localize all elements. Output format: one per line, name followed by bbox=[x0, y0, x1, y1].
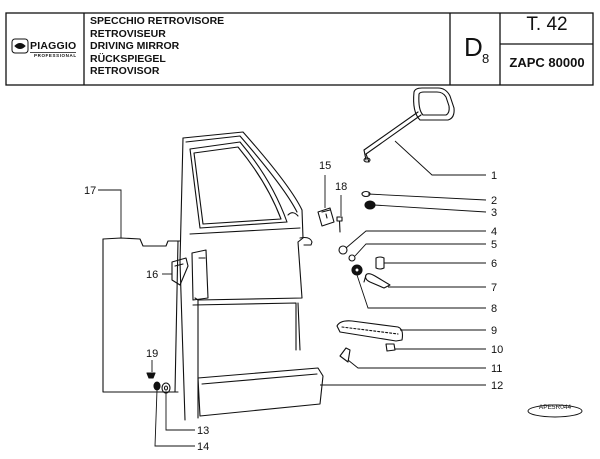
callout-12: 12 bbox=[491, 380, 503, 392]
leader-lines bbox=[98, 140, 487, 447]
callout-17: 17 bbox=[84, 185, 96, 197]
mirror-assembly bbox=[363, 87, 455, 163]
callout-2: 2 bbox=[491, 195, 497, 207]
callout-6: 6 bbox=[491, 258, 497, 270]
callout-7: 7 bbox=[491, 282, 497, 294]
title-es: RETROVISOR bbox=[90, 65, 160, 78]
callout-10: 10 bbox=[491, 344, 503, 356]
callout-11: 11 bbox=[491, 363, 502, 375]
clip-7 bbox=[363, 273, 391, 289]
screw-19 bbox=[146, 372, 156, 379]
group-number: 8 bbox=[482, 51, 490, 66]
handle-16 bbox=[171, 257, 189, 286]
title-en: DRIVING MIRROR bbox=[90, 40, 180, 53]
callout-8: 8 bbox=[491, 303, 497, 315]
piaggio-logo-icon bbox=[11, 38, 76, 54]
reference-stamp-frame bbox=[527, 404, 583, 418]
title-it: SPECCHIO RETROVISORE bbox=[90, 15, 225, 27]
grommet-8 bbox=[351, 264, 363, 276]
moulding-strip-9 bbox=[336, 320, 404, 342]
callout-19: 19 bbox=[146, 348, 158, 360]
callout-18: 18 bbox=[335, 181, 347, 193]
lower-moulding-12 bbox=[197, 367, 324, 417]
callout-5: 5 bbox=[491, 239, 497, 251]
table-number: T. 42 bbox=[526, 14, 568, 35]
clip-11 bbox=[339, 347, 351, 363]
callout-1: 1 bbox=[491, 170, 497, 182]
header-frame bbox=[5, 12, 594, 86]
title-fr: RETROVISEUR bbox=[90, 27, 166, 40]
brand-subtitle: PROFESSIONAL bbox=[34, 53, 77, 58]
reference-stamp: APE5R044 bbox=[538, 404, 572, 411]
title-de: RÜCKSPIEGEL bbox=[90, 52, 166, 65]
callout-labels: 1 2 3 4 5 6 7 8 9 10 11 12 13 14 15 16 1… bbox=[84, 160, 503, 453]
callout-3: 3 bbox=[491, 207, 497, 219]
callout-16: 16 bbox=[146, 269, 158, 281]
screw-18 bbox=[336, 216, 343, 233]
group-letter: D bbox=[464, 32, 483, 62]
bracket-15 bbox=[317, 207, 335, 227]
model-code: ZAPC 80000 bbox=[509, 55, 585, 70]
title-block: SPECCHIO RETROVISORE RETROVISEUR DRIVING… bbox=[90, 15, 224, 78]
washer-4 bbox=[338, 245, 348, 255]
callout-15: 15 bbox=[319, 160, 331, 172]
brand-name: PIAGGIO bbox=[30, 40, 77, 52]
nut-3 bbox=[364, 200, 376, 210]
callout-4: 4 bbox=[491, 226, 497, 238]
clip-10 bbox=[385, 343, 396, 352]
door-frame bbox=[179, 131, 313, 421]
callout-9: 9 bbox=[491, 325, 497, 337]
spacer-6 bbox=[375, 256, 385, 270]
bolt-14 bbox=[153, 381, 161, 391]
inner-trim-panel bbox=[102, 237, 181, 393]
callout-13: 13 bbox=[197, 425, 209, 437]
washer-5 bbox=[348, 254, 356, 262]
callout-14: 14 bbox=[197, 441, 209, 453]
